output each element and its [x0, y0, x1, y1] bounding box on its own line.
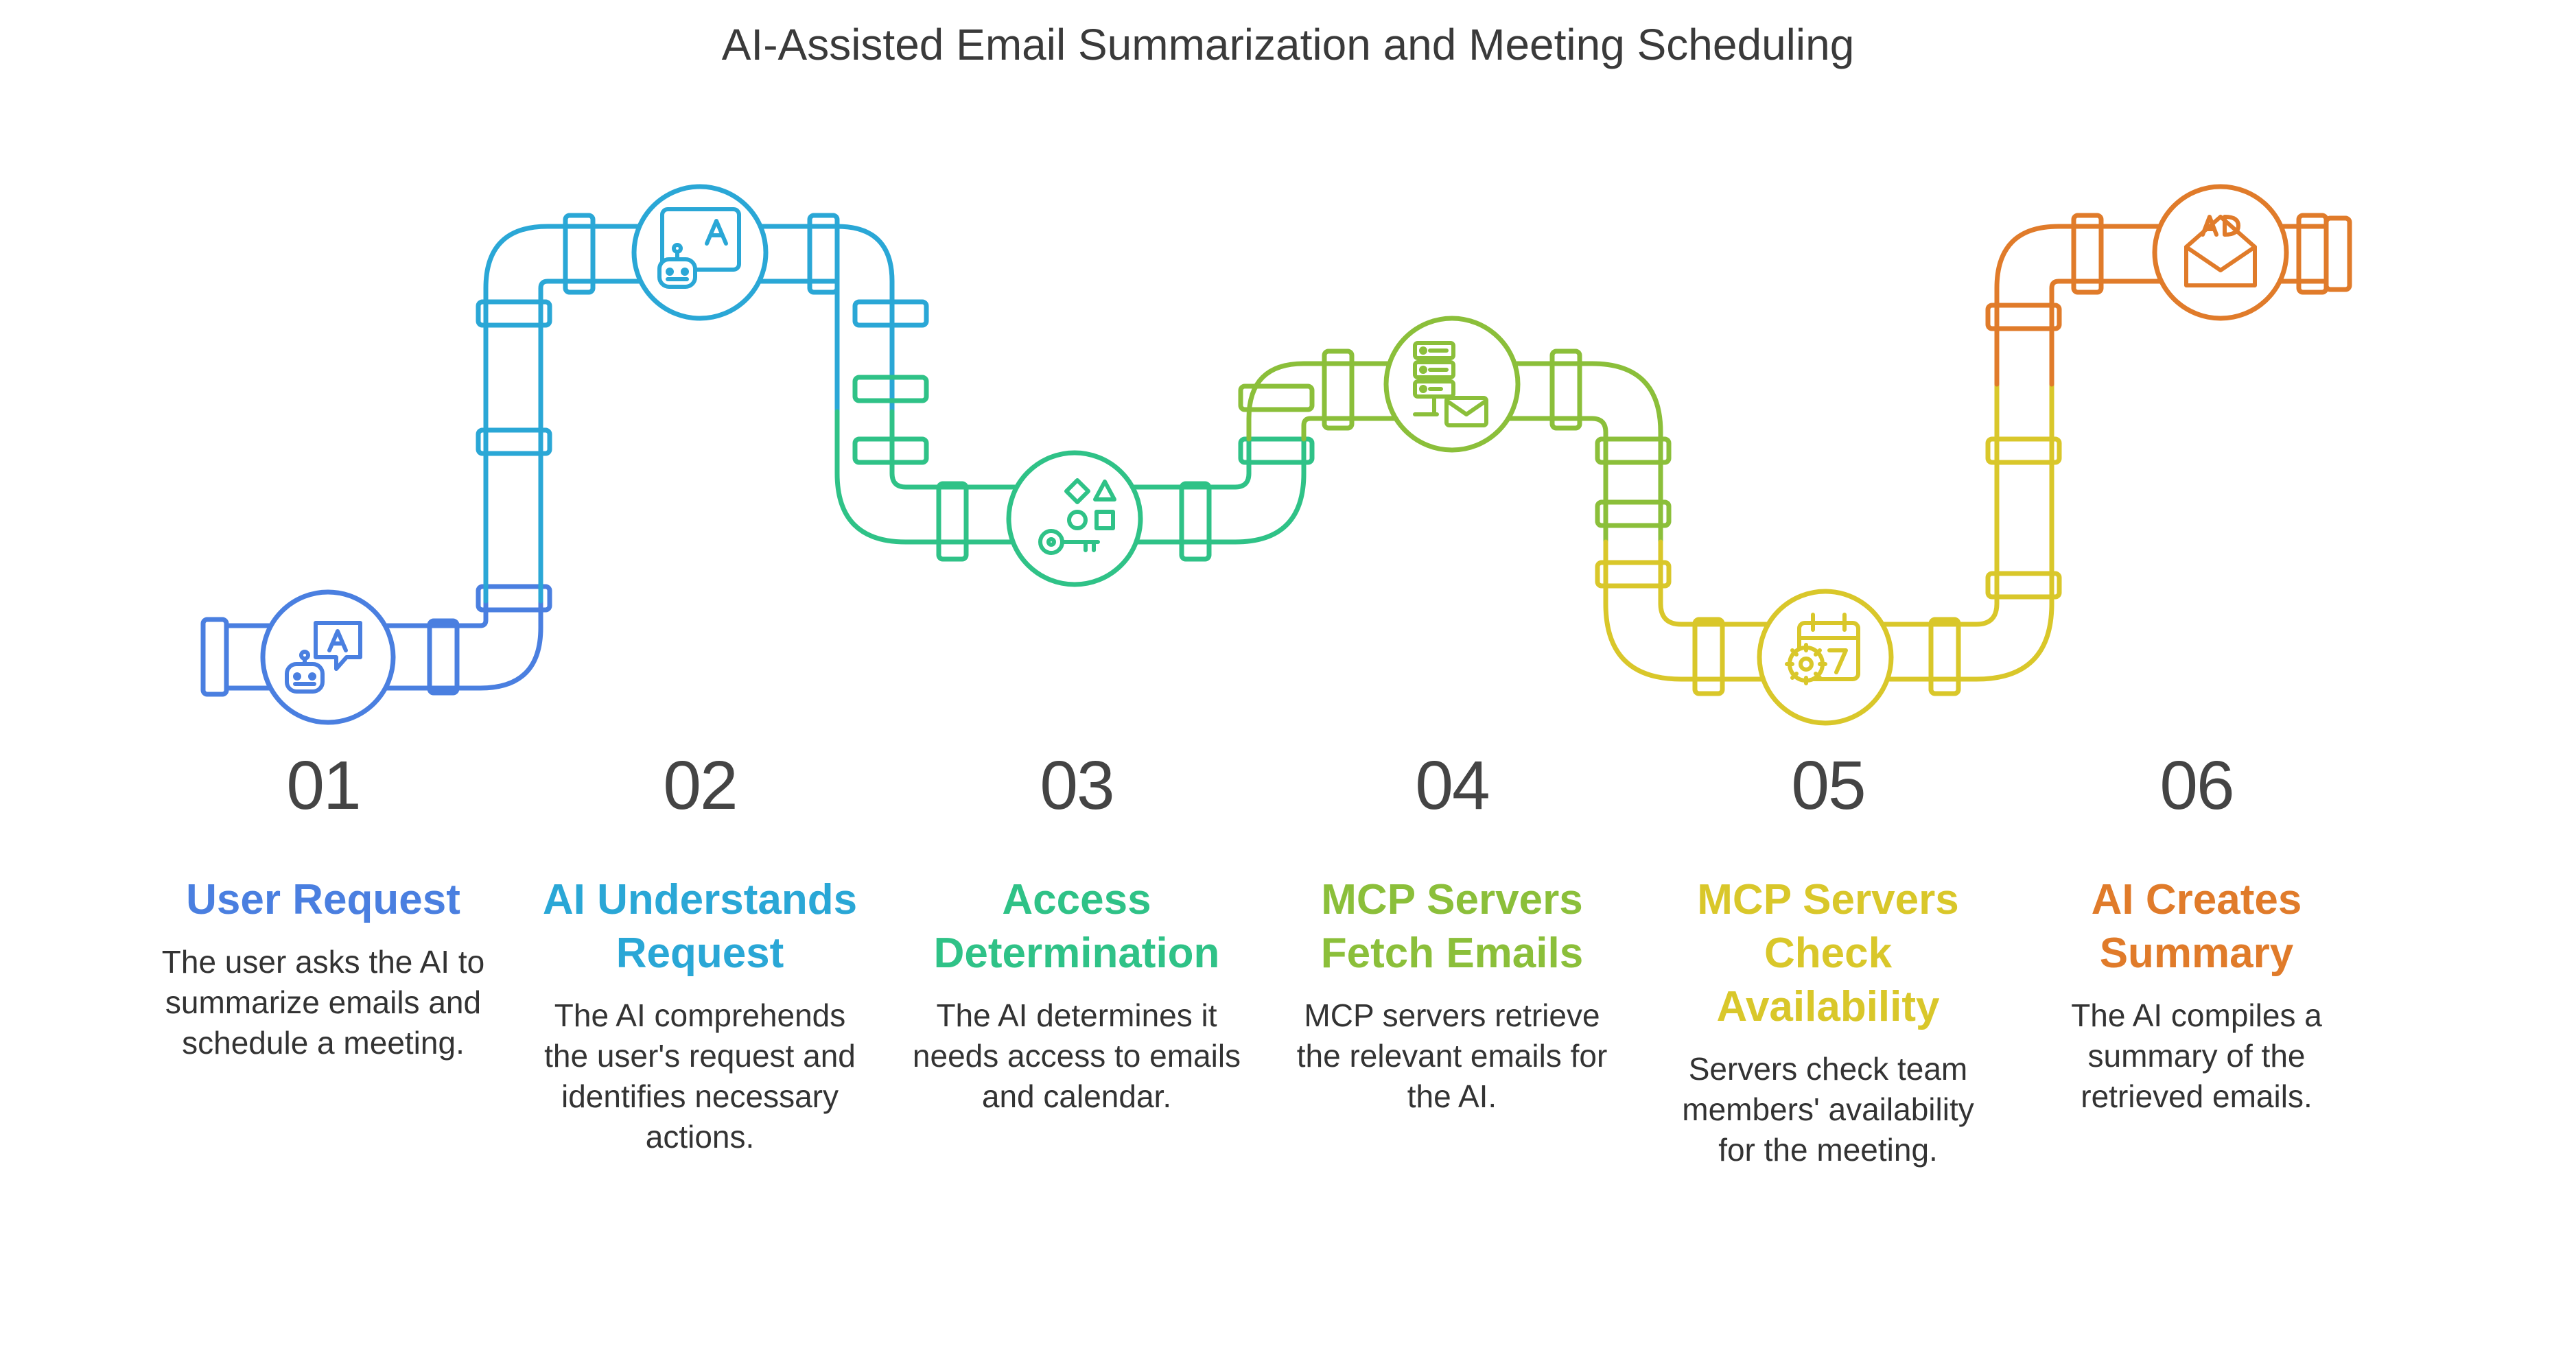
pipe-segment-6	[1985, 184, 2352, 387]
step-description: The AI compiles a summary of the retriev…	[2071, 997, 2322, 1114]
step-label: Access Determination	[933, 876, 1220, 977]
step-number: 05	[1791, 747, 1866, 824]
step-3: 03 Access Determination The AI determine…	[905, 751, 1248, 1117]
step-1: 01 User Request The user asks the AI to …	[152, 751, 495, 1063]
key-shapes-icon	[1038, 478, 1116, 555]
robot-chat-icon	[285, 621, 362, 694]
step-label: User Request	[186, 876, 460, 923]
pipe-segment-1	[200, 584, 552, 725]
step-description: Servers check team members' availability…	[1682, 1051, 1974, 1168]
step-label: MCP Servers Fetch Emails	[1320, 876, 1584, 977]
step-label: MCP Servers Check Availability	[1697, 876, 1959, 1030]
step-description: The user asks the AI to summarize emails…	[161, 944, 485, 1061]
pipe-segment-3	[834, 375, 1315, 587]
step-label: AI Creates Summary	[2091, 876, 2302, 977]
pipe-segment-2	[476, 184, 929, 604]
server-mail-icon	[1413, 341, 1488, 427]
robot-assistant-icon	[657, 207, 741, 289]
step-5: 05 MCP Servers Check Availability Server…	[1656, 751, 2000, 1170]
step-description: MCP servers retrieve the relevant emails…	[1296, 997, 1608, 1114]
step-label: AI Understands Request	[542, 876, 858, 977]
step-2: 02 AI Understands Request The AI compreh…	[528, 751, 871, 1157]
ai-mail-icon	[2184, 215, 2257, 287]
step-description: The AI determines it needs access to ema…	[912, 997, 1241, 1114]
step-6: 06 AI Creates Summary The AI compiles a …	[2025, 751, 2368, 1117]
diagram-title: AI-Assisted Email Summarization and Meet…	[721, 20, 1855, 69]
pipe-segment-4	[1238, 316, 1672, 545]
step-number: 04	[1415, 747, 1490, 824]
step-number: 01	[286, 747, 361, 824]
step-number: 06	[2159, 747, 2234, 824]
step-4: 04 MCP Servers Fetch Emails MCP servers …	[1280, 751, 1624, 1117]
pipe-segment-5	[1595, 381, 2062, 726]
step-description: The AI comprehends the user's request an…	[544, 997, 856, 1155]
calendar-gear-icon	[1785, 613, 1860, 685]
step-number: 03	[1040, 747, 1114, 824]
step-number: 02	[663, 747, 738, 824]
